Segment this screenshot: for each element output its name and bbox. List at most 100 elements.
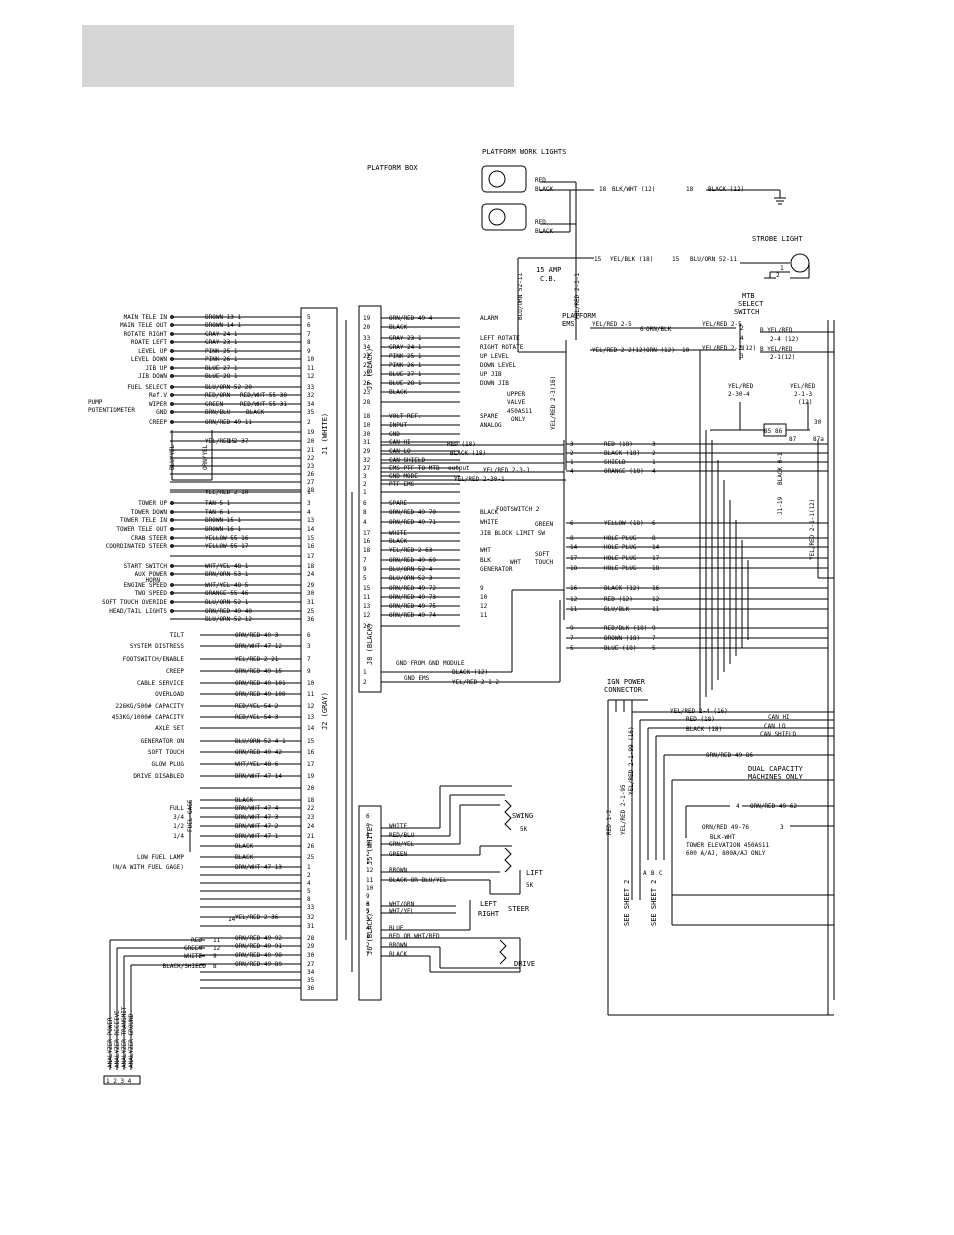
j7-function-label: GENERATOR (480, 566, 513, 573)
j1-pin-number: 16 (307, 543, 315, 550)
label-pin-8: 8 (213, 963, 217, 970)
j1-pin-number: 24 (307, 571, 315, 578)
label-analyzer-power: ANALYZER POWER (107, 1017, 114, 1068)
j2-pin-number: 30 (307, 952, 315, 959)
mtb-wire-2: ORN/BLK (646, 326, 672, 333)
mtb-wire-8b: 2-1(12) (770, 354, 795, 361)
j5-wire-label: GREEN (389, 851, 407, 858)
j7-pin-number: 25 (363, 371, 371, 378)
j2-function-label: FOOTSWITCH/ENABLE (123, 656, 185, 663)
j6-wire-label: RED OR WHT/RED (389, 933, 440, 940)
j7-function-label: DOWN LEVEL (480, 362, 517, 369)
label-orn-yel: ORN/YEL (202, 444, 209, 470)
j1-pin-number: 25 (307, 608, 315, 615)
title-dual-capacity-2: MACHINES ONLY (748, 773, 804, 781)
j1-pin-number: 14 (307, 526, 315, 533)
label-blk-wht-12: BLK/WHT (12) (612, 186, 655, 193)
label-swing-5k: 5K (520, 826, 528, 833)
label-pump-pot: PUMP (88, 399, 103, 406)
label-pin-15a: 15 (594, 256, 602, 263)
connector-j7-j8-body (358, 305, 382, 693)
j7-function-label: ALARM (480, 315, 498, 322)
label-swing: SWING (512, 812, 533, 820)
j2-function-label: OVERLOAD (155, 691, 184, 698)
diagram-lines (103, 165, 835, 1085)
label-orn-red-49-62: ORN/RED 49-62 (750, 803, 797, 810)
connector-label-j6: J6 (BLACK) (366, 913, 374, 955)
j1-function-label: TOWER TELE IN (120, 517, 167, 524)
j7-pin-number: 15 (363, 585, 371, 592)
j1-function-label: JIB UP (145, 365, 167, 372)
j1-pin-number: 32 (307, 392, 315, 399)
label-pin-15b: 15 (672, 256, 680, 263)
j1-function-label: WIPER (149, 401, 167, 408)
label-red: RED (191, 937, 202, 944)
mtb-pin-1: 1 (740, 345, 744, 352)
j1-function-label: COORDINATED STEER (106, 543, 168, 550)
label-white: WHITE (184, 953, 202, 960)
j1-function-label: START SWITCH (124, 563, 168, 570)
j1-pin-number: 2 (307, 419, 311, 426)
j7-function-label: WHT (480, 547, 491, 554)
j2-function-label: 1/2 (173, 823, 184, 830)
label-yel-red-2-30-4: YEL/RED (728, 383, 754, 390)
j1-function-label: AUX POWER (134, 571, 167, 578)
label-black-light1: BLACK (535, 186, 553, 193)
label-yel-red-2-1-2: YEL/RED 2-1-2 (452, 679, 499, 686)
j7-function-label: LEFT ROTATE (480, 335, 520, 342)
label-black-12-lights: BLACK (12) (708, 186, 744, 193)
j1-pin-number: 34 (307, 401, 315, 408)
j2-pin-number: 9 (307, 668, 311, 675)
see-sheet-label-2: SEE SHEET 2 (650, 880, 658, 926)
j1-pin-number: 20 (307, 438, 315, 445)
j1-pin-number: 7 (307, 331, 311, 338)
j5-wire-label: GRN/YEL (389, 841, 415, 848)
j5-wire-label: RED/BLU (389, 832, 415, 839)
j1-function-label: Ref.V (149, 392, 167, 399)
label-yel-red-vertical: YEL/RED 2-3-1 (574, 273, 581, 320)
j7-function-label: 9 (480, 585, 484, 592)
label-strobe-1: 1 (780, 265, 784, 272)
j2-pin-number: 23 (307, 814, 315, 821)
j7-pin-number: 11 (363, 594, 371, 601)
j1-pin-number: 36 (307, 616, 315, 623)
j1-function-label: MAIN TELE OUT (120, 322, 167, 329)
title-circuit-breaker: 15 AMP (536, 266, 561, 274)
j7-function-label: DOWN JIB (480, 380, 509, 387)
j2-function-label: LOW FUEL LAMP (137, 854, 184, 861)
j7-pin-number: 24 (363, 623, 371, 630)
j7-pin-number: 2 (363, 481, 367, 488)
j2-pin-number: 21 (307, 833, 315, 840)
label-can-shield: CAN SHIELD (760, 731, 797, 738)
label-black-18-lr: BLACK (18) (686, 726, 722, 733)
j7-pin-number: 16 (363, 538, 371, 545)
mtb-wire-1: YEL/RED 2-5 (592, 321, 632, 328)
label-analyzer-receive: ANALYZER RECEIVE (114, 1010, 121, 1068)
title-work-lights: PLATFORM WORK LIGHTS (482, 148, 566, 156)
j2-pin-number: 35 (307, 977, 315, 984)
j7-pin-number: 18 (363, 413, 371, 420)
label-analyzer-pins: 1 2 3 4 (106, 1078, 132, 1085)
j7-pin-number: 21 (363, 353, 371, 360)
j5-pin-number: 12 (366, 867, 374, 874)
label-red-light2: RED (535, 219, 546, 226)
title-platform-box: PLATFORM BOX (367, 164, 418, 172)
j5-pin-number: 3 (366, 841, 370, 848)
title-tower-elevation-2: 600 A/AJ, 800A/AJ ONLY (686, 850, 766, 857)
label-yel-red-2-30-4b: 2-30-4 (728, 391, 750, 398)
j7-pin-number: 27 (363, 465, 371, 472)
label-yel-red-2-30-1: YEL/RED 2-30-1 (454, 476, 505, 483)
mtb-pin-2: 2 (740, 325, 744, 332)
title-mtb: MTB (742, 292, 755, 300)
j1-pin-number: 22 (307, 455, 315, 462)
label-blu-orn-vertical: BLU/ORN 52-11 (517, 273, 524, 320)
j7-pin-number: 32 (363, 457, 371, 464)
label-can-hi: CAN HI (768, 714, 790, 721)
label-yel-red-2-1-3: YEL/RED (790, 383, 816, 390)
label-pin-14: 14 (228, 916, 236, 923)
j7-function-label: RIGHT ROTATE (480, 344, 524, 351)
label-j1-19: J1-19 (777, 497, 784, 515)
j7-pin-number: 28 (363, 399, 371, 406)
j7-pin-number: 23 (363, 389, 371, 396)
j7-function-label: BLK (480, 557, 491, 564)
